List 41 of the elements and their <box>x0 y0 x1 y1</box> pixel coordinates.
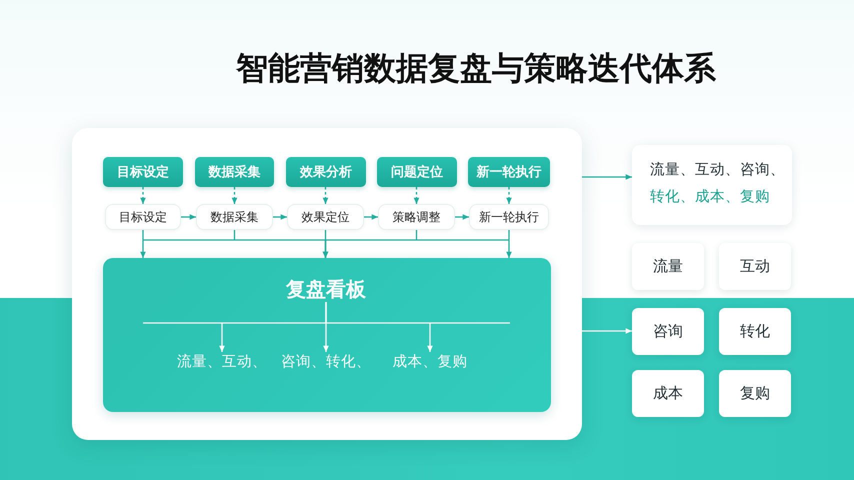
metric-list: 流量、互动、咨询、 <box>650 157 785 184</box>
metric-tile: 咨询 <box>632 308 704 355</box>
step-box: 新一轮执行 <box>468 157 550 187</box>
step-pill: 新一轮执行 <box>469 204 549 230</box>
arrow <box>364 214 378 220</box>
arrow <box>140 230 146 258</box>
step-pill: 效果定位 <box>287 204 364 230</box>
arrow <box>506 187 512 204</box>
panel-card <box>72 128 582 440</box>
arrow <box>582 174 632 180</box>
arrow <box>273 214 287 220</box>
metric-text: 流量、互动、 <box>177 352 267 372</box>
arrow <box>414 187 420 204</box>
arrow <box>181 214 196 220</box>
arrow <box>455 214 469 220</box>
metric-list: 转化、成本、复购 <box>650 184 770 211</box>
step-pill: 策略调整 <box>378 204 455 230</box>
step-pill: 数据采集 <box>196 204 273 230</box>
metric-tile: 转化 <box>719 308 791 355</box>
arrow <box>506 230 512 258</box>
panel-heading: 复盘看板 <box>286 276 366 302</box>
title: 智能营销数据复盘与策略迭代体系 <box>236 48 716 88</box>
step-pill: 目标设定 <box>105 204 181 230</box>
arrow <box>322 187 328 204</box>
summary-card <box>632 145 792 225</box>
metric-tile: 互动 <box>719 243 791 290</box>
arrow <box>232 187 238 204</box>
dashboard-panel <box>103 258 551 412</box>
metric-tile: 复购 <box>719 370 791 417</box>
step-box: 问题定位 <box>377 157 457 187</box>
step-box: 目标设定 <box>103 157 183 187</box>
arrow <box>322 230 510 258</box>
arrow <box>325 302 511 352</box>
metric-tile: 流量 <box>632 243 704 290</box>
step-box: 效果分析 <box>286 157 366 187</box>
metric-text: 咨询、转化、 <box>281 352 371 372</box>
step-box: 数据采集 <box>195 157 274 187</box>
arrow <box>582 328 632 334</box>
metric-tile: 成本 <box>632 370 704 417</box>
arrow <box>140 187 146 204</box>
metric-text: 成本、复购 <box>392 352 468 372</box>
